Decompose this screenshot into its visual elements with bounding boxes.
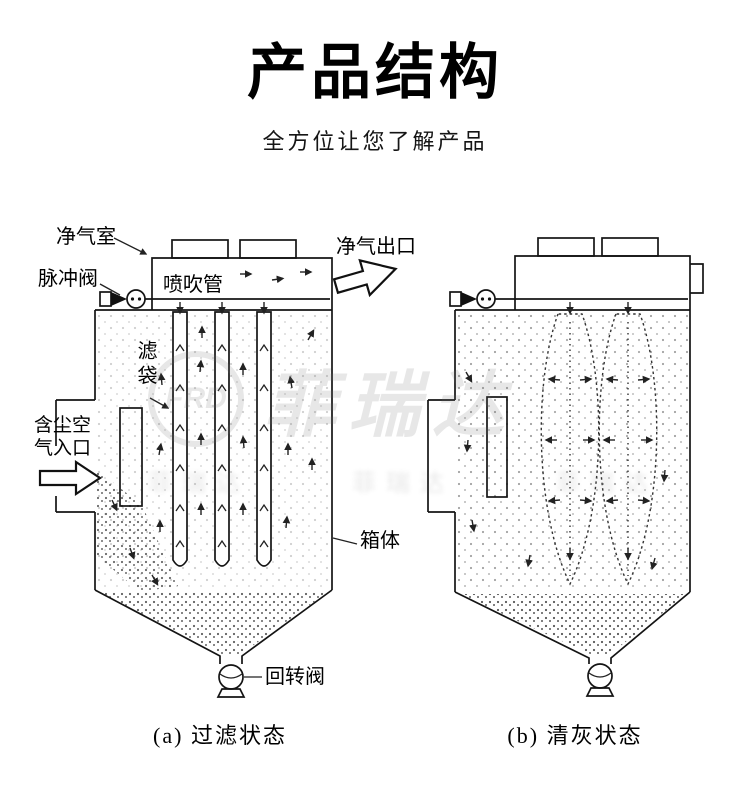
casing-b xyxy=(427,237,704,664)
diagram-b xyxy=(427,237,704,697)
diagram-a xyxy=(38,237,398,698)
label-dusty-air-inlet: 含尘空 气入口 xyxy=(34,414,91,460)
filter-bags-b xyxy=(540,313,658,586)
label-pulse-valve: 脉冲阀 xyxy=(38,268,98,290)
label-rotary-valve: 回转阀 xyxy=(265,666,325,688)
label-dusty-air-inlet-line2: 气入口 xyxy=(34,438,92,459)
casing-a xyxy=(55,239,333,664)
filter-bags-a xyxy=(172,311,272,567)
inlet-baffle-b xyxy=(486,396,508,498)
rotary-valve-a xyxy=(216,664,246,698)
clean-air-outlet-arrow xyxy=(332,258,398,298)
label-blow-pipe: 喷吹管 xyxy=(163,274,223,296)
label-clean-air-chamber: 净气室 xyxy=(56,226,116,248)
dust-dots-a xyxy=(97,315,330,654)
pulse-valve-a xyxy=(99,289,330,313)
page-subtitle: 全方位让您了解产品 xyxy=(262,129,488,154)
label-clean-air-outlet: 净气出口 xyxy=(336,236,416,258)
label-dusty-air-inlet-line1: 含尘空 xyxy=(34,415,92,436)
label-filter-bag: 滤袋 xyxy=(134,340,156,390)
dusty-air-inlet-arrow xyxy=(38,459,102,497)
label-casing: 箱体 xyxy=(360,530,400,552)
page-title: 产品结构 xyxy=(247,39,503,106)
pulse-valve-b xyxy=(449,289,688,313)
caption-filtering-state: (a) 过滤状态 xyxy=(153,723,287,748)
leader-lines-a xyxy=(99,237,358,678)
caption-cleaning-state: (b) 清灰状态 xyxy=(507,723,643,748)
rotary-valve-b xyxy=(585,663,615,697)
inlet-baffle-a xyxy=(119,407,143,507)
